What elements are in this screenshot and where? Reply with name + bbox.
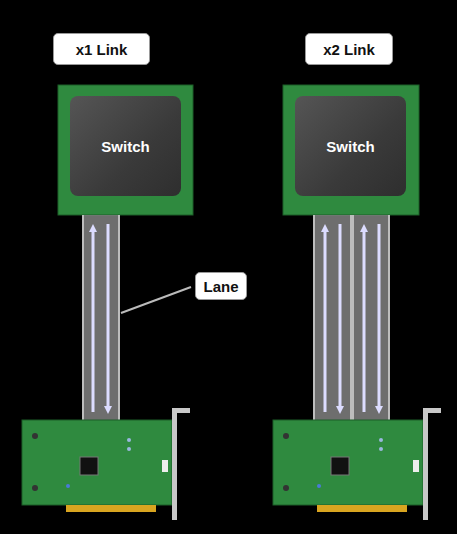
pcie-card xyxy=(273,408,441,520)
switch-chip xyxy=(283,85,419,215)
lane-arrow xyxy=(339,224,342,410)
switch-chip xyxy=(58,85,193,215)
lane-band xyxy=(82,215,120,420)
lane-arrow xyxy=(378,224,381,410)
callout-label: Lane xyxy=(195,272,247,300)
lane-arrow xyxy=(363,228,366,412)
switch-box: Switch xyxy=(70,96,181,196)
node-text: x2 Link xyxy=(323,41,375,58)
lane-arrow xyxy=(324,228,327,412)
link-label: x1 Link xyxy=(53,33,150,65)
node-text: x1 Link xyxy=(76,41,128,58)
pcie-card xyxy=(22,408,190,520)
node-text: Lane xyxy=(203,278,238,295)
lane-arrow xyxy=(92,228,95,412)
lane-arrow xyxy=(107,224,110,410)
node-text: Switch xyxy=(101,138,149,155)
node-text: Switch xyxy=(326,138,374,155)
lane-band xyxy=(313,215,390,420)
link-label: x2 Link xyxy=(305,33,393,65)
leader-line xyxy=(121,287,191,313)
switch-box: Switch xyxy=(295,96,406,196)
